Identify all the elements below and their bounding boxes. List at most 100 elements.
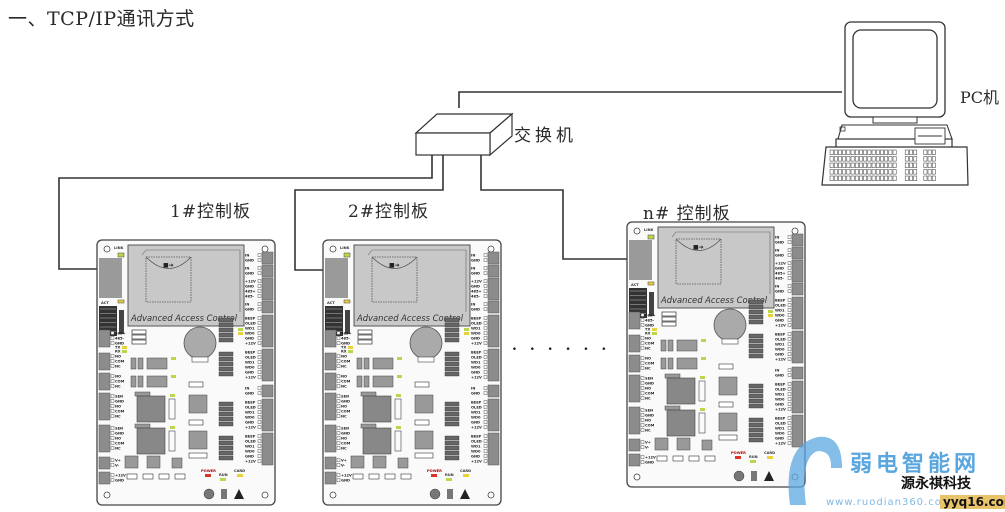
keyboard-key [880,156,884,162]
screw-terminal-icon [787,342,792,346]
pin-header [168,430,176,452]
rx-label: RX [341,350,347,354]
keyboard-key [850,175,855,181]
screw-terminal-icon [257,307,262,311]
terminal-label: OLED [775,388,786,392]
terminal-label: WD0 [471,332,481,336]
terminal-label: NC [645,397,651,401]
recycle-bin-icon [751,471,757,481]
card-arrow-icon: ■➜ [693,244,704,251]
pin-header [345,310,350,334]
keyboard-key [923,162,928,168]
keyboard-key [927,175,932,181]
ic-icon [414,452,434,459]
rx-led-right-icon [768,314,773,317]
chip-icon [718,412,738,432]
terminal-label: GND [245,455,254,459]
chip-icon [701,439,713,451]
card-label: CARD [234,469,245,473]
screw-terminal-icon [640,341,645,345]
keyboard-key [913,175,918,181]
screw-terminal-icon [257,400,262,404]
wire-switch-pc [458,91,842,108]
terminal-label: +12V [471,426,482,430]
terminal-label: BEEP [471,351,482,355]
terminal-label: SEN [341,427,349,431]
screw-terminal-icon [336,394,341,398]
screw-terminal-icon [483,316,488,320]
keyboard-key [880,149,884,155]
keyboard-key [931,169,936,175]
screw-terminal-icon [787,382,792,386]
terminal-label: IN [471,387,475,391]
terminal-label: GND [245,259,254,263]
screw-terminal-icon [787,421,792,425]
screw-terminal-icon [640,418,645,422]
terminal-label: GND [341,400,350,404]
relay-icon [146,357,168,370]
battery-icon [409,326,443,360]
keyboard-key [859,156,863,162]
terminal-label: +12V [115,474,126,478]
pin-header [698,380,706,402]
screw-terminal-icon [787,235,792,239]
keyboard-key [838,169,842,175]
warning-triangle-icon [764,471,774,481]
terminal-label: OLED [775,338,786,342]
ribbon-connector [218,401,234,407]
ribbon-connector [748,333,764,339]
terminal-label: GND [775,241,784,245]
terminal-label: WD1 [245,445,255,449]
terminal-label: 485+ [341,332,352,336]
terminal-label: 485- [245,295,255,299]
keyboard-key [880,169,884,175]
terminal-label: BEEP [471,401,482,405]
keyboard-key [892,162,897,168]
terminal-label: +12V [775,408,786,412]
terminal-label: V+ [341,459,347,463]
screw-terminal-icon [483,355,488,359]
relay-small [130,357,137,370]
card-led-icon [463,474,469,477]
keyboard-key [904,149,909,155]
screw-terminal-icon [640,313,645,317]
pin-header [698,412,706,434]
terminal-label: OLED [245,406,256,410]
terminal-label: BEEP [245,435,256,439]
relay-led-icon [171,375,176,378]
terminal-label: WD0 [471,366,481,370]
terminal-label: GND [245,421,254,425]
screw-terminal-icon [640,386,645,390]
keyboard-key [871,175,876,181]
terminal-label: NC [115,365,121,369]
keyboard-key [880,162,884,168]
power-label: POWER [201,469,216,473]
keyboard-key [875,162,880,168]
left-terminal-block [324,372,337,391]
screw-terminal-icon [336,409,341,413]
screw-terminal-icon [336,414,341,418]
ce-mark-icon [203,488,215,500]
screw-terminal-icon [257,302,262,306]
connector-icon [661,321,677,327]
terminal-label: 485+ [645,314,656,318]
keyboard-key [833,149,838,155]
screw-terminal-icon [787,332,792,336]
keyboard-key [854,162,859,168]
big-relay-icon [136,427,166,455]
terminal-label: BEEP [245,317,256,321]
terminal-label: COM [115,410,125,414]
keyboard-key [863,162,868,168]
right-terminal-block [791,296,804,330]
terminal-label: V+ [645,441,651,445]
keyboard-key [888,175,893,181]
relay-small [667,339,674,352]
terminal-label: GND [471,285,480,289]
screw-terminal-icon [257,331,262,335]
recycle-bin-icon [221,489,227,499]
ribbon-connector [748,422,764,428]
left-terminal-block [98,372,111,391]
screw-terminal-icon [483,326,488,330]
